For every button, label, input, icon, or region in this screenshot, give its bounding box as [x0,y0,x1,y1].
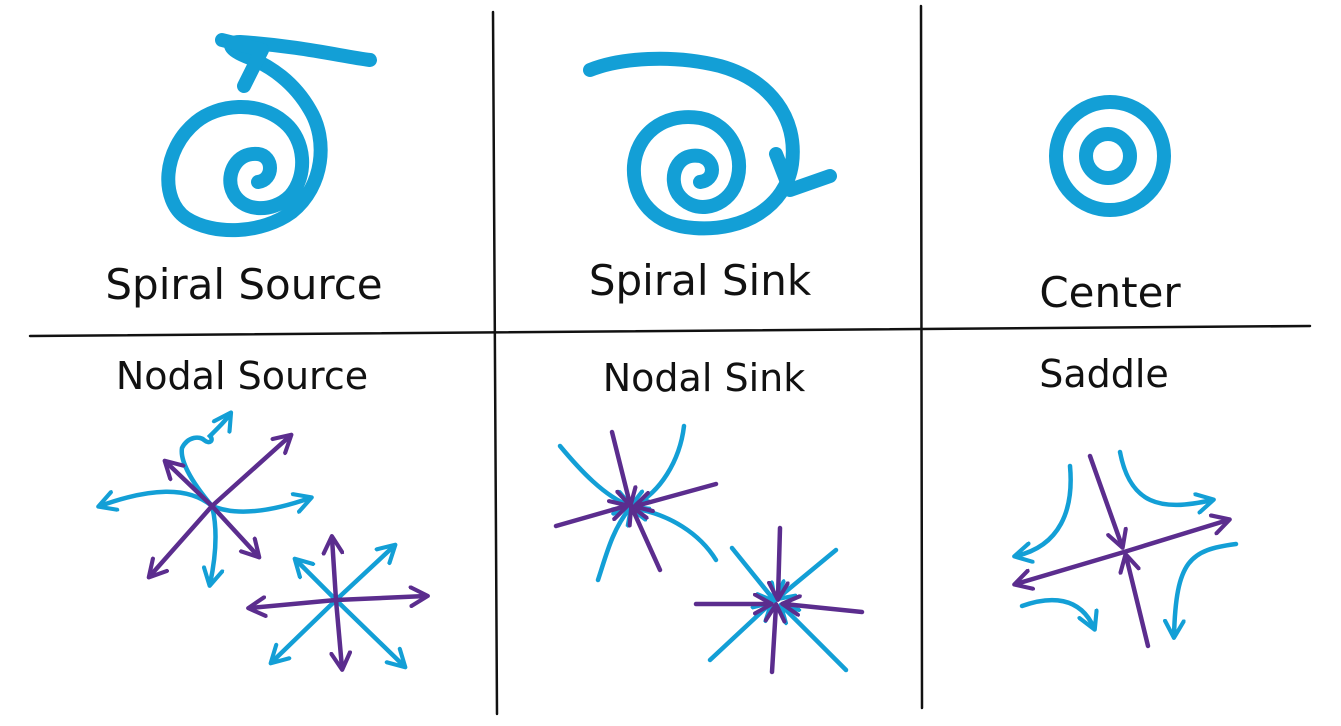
spiral-source-label: Spiral Source [105,260,383,309]
horizontal-divider [28,324,1312,338]
saddle-icon [1016,449,1239,649]
vertical-divider-left [491,10,499,716]
saddle-label: Saddle [1039,352,1169,396]
center-label: Center [1039,268,1181,317]
nodal-source-label: Nodal Source [115,354,369,398]
spiral-sink-icon [583,51,837,236]
nodal-source-icon [100,414,426,668]
spiral-sink-label: Spiral Sink [588,256,812,305]
nodal-sink-label: Nodal Sink [602,356,806,400]
vertical-divider-right [919,4,924,710]
nodal-sink-icon [553,423,865,675]
center-icon [1049,95,1171,217]
spiral-source-icon [161,33,377,238]
